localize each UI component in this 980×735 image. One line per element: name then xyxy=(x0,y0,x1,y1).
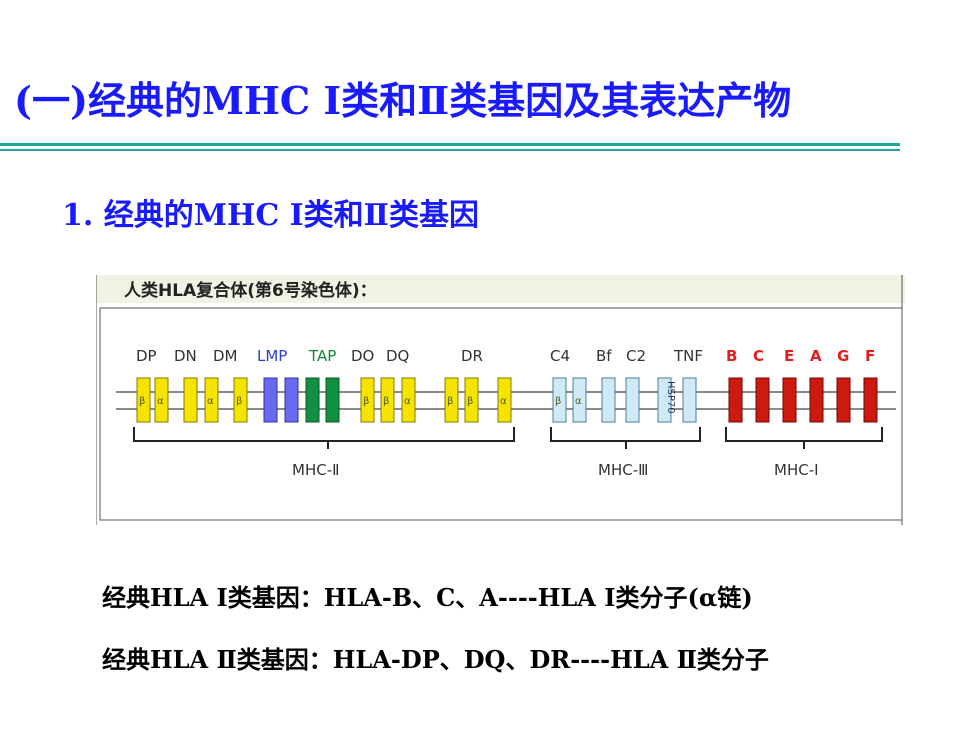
gene-block-label: β xyxy=(383,396,389,407)
gene-label-dq: DQ xyxy=(386,347,409,365)
gene-label-g: G xyxy=(837,347,849,365)
gene-block-yellow xyxy=(183,377,198,423)
gene-label-do: DO xyxy=(351,347,374,365)
gene-label-b: B xyxy=(726,347,737,365)
gene-block-yellow xyxy=(401,377,416,423)
gene-block-yellow xyxy=(444,377,459,423)
diagram-header: 人类HLA复合体(第6号染色体)： xyxy=(124,280,377,301)
gene-block-label: β xyxy=(447,396,453,407)
gene-label-dm: DM xyxy=(213,347,238,365)
gene-block-lightblue xyxy=(572,377,587,423)
region-label: MHC-Ⅲ xyxy=(598,461,648,479)
gene-block-yellow xyxy=(497,377,512,423)
gene-block-lightblue xyxy=(625,377,640,423)
region-bracket xyxy=(133,427,515,449)
gene-label-dr: DR xyxy=(461,347,483,365)
gene-block-lightblue xyxy=(657,377,672,423)
gene-block-label: β xyxy=(139,396,145,407)
gene-block-yellow xyxy=(360,377,375,423)
title-divider-secondary xyxy=(0,149,900,151)
gene-block-label: HSP70 xyxy=(665,381,676,414)
gene-block-label: β xyxy=(363,396,369,407)
gene-label-tap: TAP xyxy=(308,347,336,365)
gene-block-yellow xyxy=(136,377,151,423)
region-bracket xyxy=(550,427,701,449)
gene-label-bf: Bf xyxy=(596,347,612,365)
gene-block-yellow xyxy=(464,377,479,423)
gene-block-green xyxy=(325,377,340,423)
gene-label-a: A xyxy=(810,347,822,365)
gene-label-f: F xyxy=(865,347,875,365)
hla-diagram-svg: 人类HLA复合体(第6号染色体)： DP DN DM LMP TAP DO DQ DR C4 Bf… xyxy=(95,275,905,525)
region-label: MHC-Ⅱ xyxy=(292,461,340,479)
hla-complex-diagram: 人类HLA复合体(第6号染色体)： DP DN DM LMP TAP DO DQ DR C4 Bf… xyxy=(95,275,906,525)
gene-label-lmp: LMP xyxy=(257,347,287,365)
region-label: MHC-Ⅰ xyxy=(774,461,819,479)
gene-block-lightblue xyxy=(682,377,697,423)
gene-block-label: α xyxy=(500,396,507,407)
region-bracket xyxy=(725,427,883,449)
gene-block-lightblue xyxy=(552,377,567,423)
gene-label-e: E xyxy=(784,347,794,365)
gene-block-lightblue xyxy=(601,377,616,423)
class-ii-genes-text: 经典HLA Ⅱ类基因：HLA-DP、DQ、DR----HLA Ⅱ类分子 xyxy=(102,645,769,674)
gene-block-label: β xyxy=(555,396,561,407)
gene-block-green xyxy=(305,377,320,423)
gene-label-dp: DP xyxy=(136,347,157,365)
gene-label-dn: DN xyxy=(174,347,197,365)
gene-block-label: α xyxy=(207,396,214,407)
gene-block-red xyxy=(755,377,770,423)
gene-block-label: α xyxy=(575,396,582,407)
title-divider xyxy=(0,143,900,146)
gene-block-yellow xyxy=(204,377,219,423)
gene-block-yellow xyxy=(154,377,169,423)
gene-block-label: α xyxy=(157,396,164,407)
gene-block-red xyxy=(809,377,824,423)
gene-block-label: β xyxy=(467,396,473,407)
gene-block-yellow xyxy=(380,377,395,423)
gene-block-red xyxy=(836,377,851,423)
gene-label-tnf: TNF xyxy=(673,347,703,365)
gene-block-blue xyxy=(284,377,299,423)
section-heading: 1. 经典的MHC Ⅰ类和Ⅱ类基因 xyxy=(62,198,479,233)
gene-block-blue xyxy=(263,377,278,423)
diagram-header-background xyxy=(96,275,905,303)
page-title: (一)经典的MHC Ⅰ类和Ⅱ类基因及其表达产物 xyxy=(14,78,792,123)
gene-blocks: β α α β β β α β β α β α HSP70 xyxy=(136,377,878,423)
gene-block-label: β xyxy=(236,396,242,407)
gene-label-c2: C2 xyxy=(626,347,646,365)
gene-label-c: C xyxy=(753,347,764,365)
gene-block-yellow xyxy=(233,377,248,423)
gene-block-label: α xyxy=(404,396,411,407)
gene-block-red xyxy=(782,377,797,423)
region-brackets: MHC-Ⅱ MHC-Ⅲ MHC-Ⅰ xyxy=(133,427,883,479)
gene-block-red xyxy=(728,377,743,423)
gene-label-c4: C4 xyxy=(550,347,570,365)
gene-block-red xyxy=(863,377,878,423)
class-i-genes-text: 经典HLA Ⅰ类基因：HLA-B、C、A----HLA Ⅰ类分子(α链) xyxy=(102,583,753,612)
